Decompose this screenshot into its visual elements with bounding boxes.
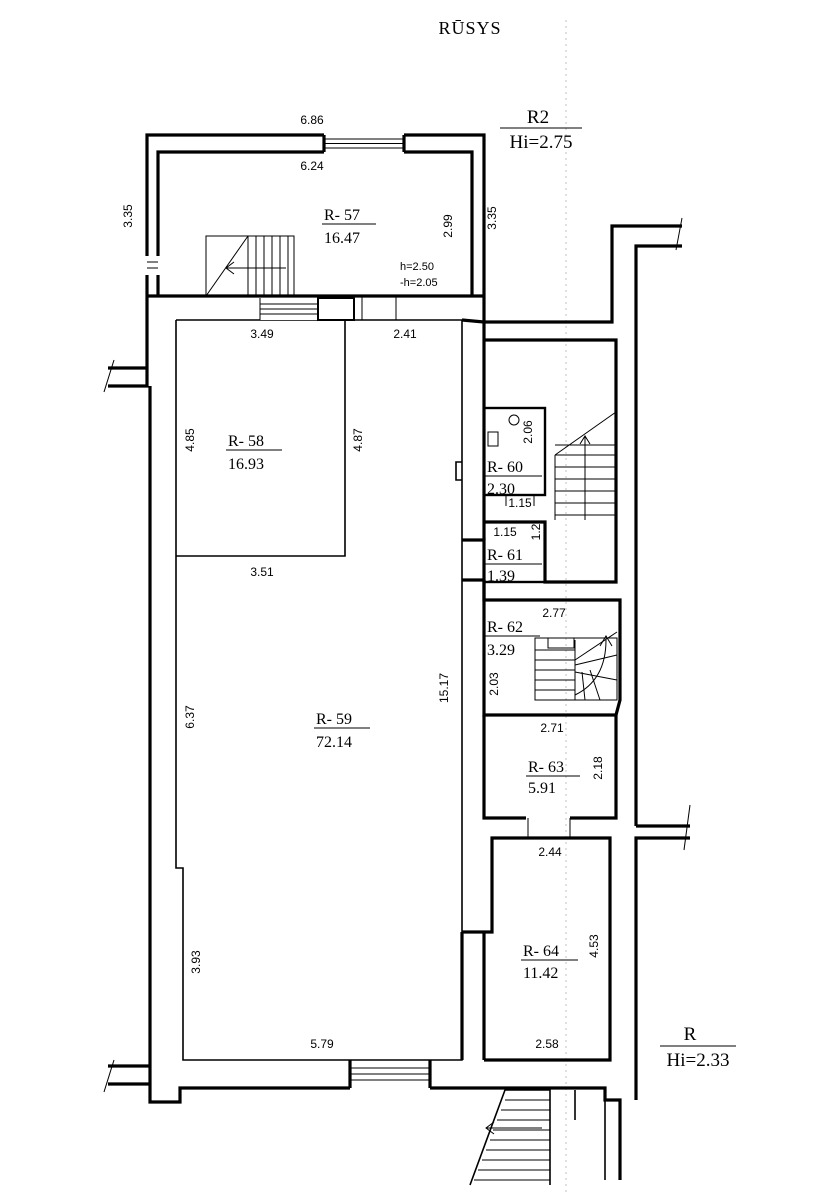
dimension-label: 3.35 bbox=[485, 206, 499, 230]
room-area: 72.14 bbox=[316, 734, 352, 751]
dimension-label: 2.58 bbox=[535, 1037, 559, 1051]
upper-stair bbox=[554, 411, 617, 520]
room-id: R- 63 bbox=[528, 759, 564, 776]
dimension-label: 15.17 bbox=[437, 673, 451, 703]
height-note: h=2.50 bbox=[400, 261, 434, 273]
dimension-label: 6.37 bbox=[183, 705, 197, 729]
room-area: 16.93 bbox=[228, 456, 264, 473]
plan-title: RŪSYS bbox=[438, 18, 501, 38]
dimension-label: 6.24 bbox=[300, 159, 324, 173]
wc-fixtures bbox=[487, 414, 520, 447]
room-label-64: R- 64 11.42 bbox=[521, 943, 578, 982]
room-area: 5.91 bbox=[528, 780, 556, 797]
dimension-label: 4.53 bbox=[587, 934, 601, 958]
dimension-label: 2.77 bbox=[542, 606, 566, 620]
room-id: R- 58 bbox=[228, 433, 264, 450]
room-id: R- 57 bbox=[324, 207, 360, 224]
annex-walls bbox=[145, 132, 486, 296]
dimension-labels: 6.86 6.24 3.35 3.35 2.99 h=2.50 -h=2.05 … bbox=[121, 113, 605, 1051]
dimension-label: 1.2 bbox=[529, 523, 543, 540]
room-id: R- 60 bbox=[487, 459, 523, 476]
room-label-59: R- 59 72.14 bbox=[314, 711, 370, 751]
room-59-walls bbox=[175, 296, 463, 1088]
dimension-label: 2.71 bbox=[540, 721, 564, 735]
winding-stair bbox=[534, 631, 618, 701]
dimension-label: 3.49 bbox=[250, 327, 274, 341]
level-marker-r: R Hi=2.33 bbox=[660, 1024, 736, 1071]
level-height: Hi=2.75 bbox=[510, 132, 573, 153]
level-code: R bbox=[684, 1024, 697, 1045]
dimension-label: 2.44 bbox=[538, 845, 562, 859]
dimension-label: 2.18 bbox=[591, 756, 605, 780]
dimension-label: 1.15 bbox=[508, 496, 532, 510]
dimension-label: 3.35 bbox=[121, 204, 135, 228]
room-id: R- 62 bbox=[487, 619, 523, 636]
exterior-stair bbox=[469, 1089, 606, 1186]
room-label-62: R- 62 3.29 bbox=[485, 619, 540, 659]
room-area: 3.29 bbox=[487, 642, 515, 659]
room-label-63: R- 63 5.91 bbox=[526, 759, 580, 797]
level-marker-r2: R2 Hi=2.75 bbox=[500, 107, 582, 153]
dimension-label: 2.99 bbox=[441, 214, 455, 238]
dimension-label: 1.15 bbox=[493, 525, 517, 539]
room-label-61: R- 61 1.39 bbox=[485, 547, 542, 585]
dimension-label: 4.87 bbox=[351, 428, 365, 452]
dimension-label: 3.93 bbox=[189, 950, 203, 974]
dimension-label: 6.86 bbox=[300, 113, 324, 127]
room-id: R- 64 bbox=[523, 943, 559, 960]
room-label-58: R- 58 16.93 bbox=[226, 433, 282, 473]
main-walls bbox=[103, 217, 691, 1180]
room-label-57: R- 57 16.47 bbox=[322, 207, 376, 247]
dimension-label: 4.85 bbox=[183, 428, 197, 452]
dimension-label: 2.03 bbox=[487, 672, 501, 696]
annex-stair bbox=[205, 235, 295, 297]
room-label-60: R- 60 2.30 bbox=[485, 459, 542, 498]
level-height: Hi=2.33 bbox=[667, 1050, 730, 1071]
room-id: R- 61 bbox=[487, 547, 523, 564]
room-id: R- 59 bbox=[316, 711, 352, 728]
room-area: 1.39 bbox=[487, 568, 515, 585]
corridor-walls bbox=[460, 318, 622, 1062]
dimension-label: 2.41 bbox=[393, 327, 417, 341]
level-code: R2 bbox=[527, 107, 549, 128]
dimension-label: 5.79 bbox=[310, 1037, 334, 1051]
room-area: 2.30 bbox=[487, 481, 515, 498]
height-note: -h=2.05 bbox=[400, 277, 438, 289]
room-area: 16.47 bbox=[324, 230, 360, 247]
room-area: 11.42 bbox=[523, 965, 558, 982]
dimension-label: 2.06 bbox=[521, 420, 535, 444]
dimension-label: 3.51 bbox=[250, 565, 274, 579]
